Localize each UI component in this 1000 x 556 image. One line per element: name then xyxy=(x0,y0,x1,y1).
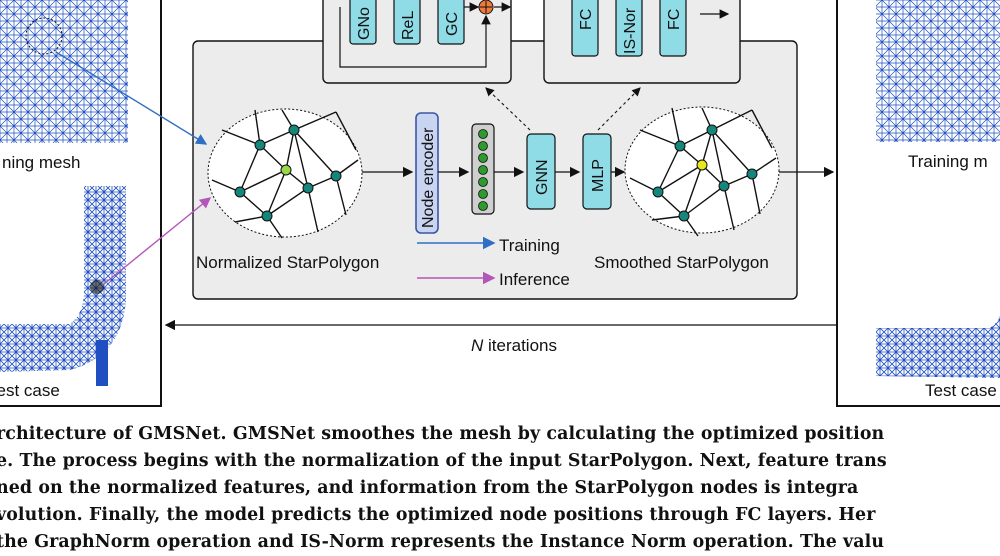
center-node xyxy=(280,164,292,176)
figure-caption: rchitecture of GMSNet. GMSNet smoothes t… xyxy=(0,421,1000,556)
node xyxy=(706,124,718,136)
sample-star-left xyxy=(25,17,63,55)
node xyxy=(302,182,314,194)
normalized-label: Normalized StarPolygon xyxy=(196,253,379,272)
node xyxy=(746,168,758,180)
relu-label: ReL xyxy=(400,11,417,40)
training-input-arrow xyxy=(55,51,208,145)
node xyxy=(718,180,730,192)
normalized-starpolygon: Normalized StarPolygon xyxy=(196,108,379,272)
left-mesh-panel: ning mesh Test case xyxy=(0,0,162,407)
gnn-label: GNN xyxy=(534,159,551,195)
gnorm-label: GNo xyxy=(356,7,373,40)
center-node-smoothed xyxy=(696,159,708,171)
sample-star-test xyxy=(90,280,104,294)
test-case-outlet-left xyxy=(96,340,108,386)
training-mesh-label-left: ning mesh xyxy=(2,153,80,172)
node xyxy=(678,210,690,222)
node-encoder-module xyxy=(415,112,439,234)
training-mesh-left xyxy=(0,0,128,143)
legend-training-label: Training xyxy=(499,236,560,255)
node xyxy=(652,186,664,198)
test-case-label-right: Test case xyxy=(925,381,997,400)
fc2-module xyxy=(659,0,687,57)
node xyxy=(330,170,342,182)
caption-line-4: volution. Finally, the model predicts th… xyxy=(0,505,876,525)
fc2-label: FC xyxy=(666,9,683,30)
gnorm-module xyxy=(349,0,377,45)
smoothed-starpolygon: Smoothed StarPolygon xyxy=(594,106,780,272)
caption-line-2: e. The process begins with the normaliza… xyxy=(0,451,887,471)
caption-line-3: ned on the normalized features, and info… xyxy=(0,478,859,498)
isnorm-label: IS-Nor xyxy=(622,7,639,54)
legend-inference-label: Inference xyxy=(499,270,570,289)
gnn-detail-block: GNo ReL GC xyxy=(322,0,512,84)
right-mesh-panel: Training m Test case xyxy=(836,0,1000,407)
smoothed-label: Smoothed StarPolygon xyxy=(594,253,769,272)
iterations-label: N iterations xyxy=(471,336,557,355)
test-case-mesh-left xyxy=(0,186,126,372)
fc1-label: FC xyxy=(578,9,595,30)
node xyxy=(674,140,686,152)
node xyxy=(261,210,273,222)
test-case-mesh-right xyxy=(876,316,1000,378)
relu-module xyxy=(393,0,421,45)
mlp-label: MLP xyxy=(590,159,607,192)
caption-line-1: rchitecture of GMSNet. GMSNet smoothes t… xyxy=(0,424,885,444)
gc-label: GC xyxy=(444,12,461,36)
caption-line-5: the GraphNorm operation and IS-Norm repr… xyxy=(0,532,885,552)
node xyxy=(288,124,300,136)
node-encoder-label: Node encoder xyxy=(420,127,437,228)
gmsnet-architecture-diagram: ning mesh Test case Training m Test case… xyxy=(0,0,1000,407)
feature-vector xyxy=(471,123,495,215)
training-mesh-label-right: Training m xyxy=(908,152,988,171)
training-mesh-right xyxy=(876,0,1000,142)
node xyxy=(254,139,266,151)
node xyxy=(234,186,246,198)
isnorm-module xyxy=(615,0,643,57)
fc1-module xyxy=(571,0,599,57)
gc-module xyxy=(437,0,465,45)
mlp-detail-block: FC IS-Nor FC xyxy=(543,0,741,84)
legend: Training Inference xyxy=(417,236,570,289)
test-case-label-left: Test case xyxy=(0,381,60,400)
inference-input-arrow xyxy=(103,197,212,285)
